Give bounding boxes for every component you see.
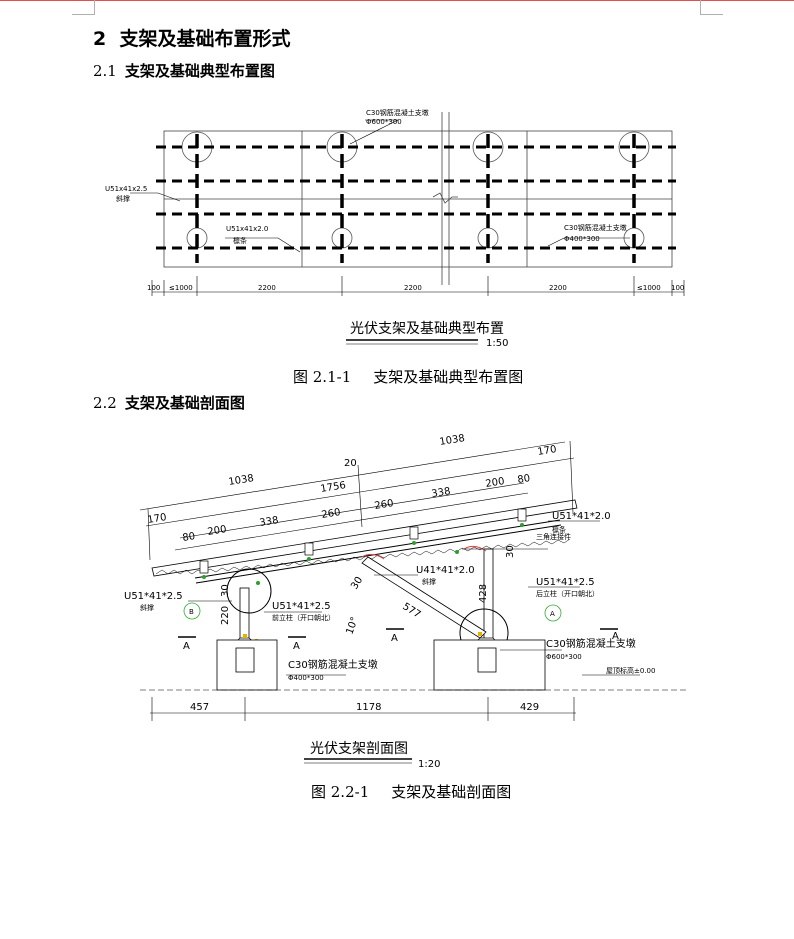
plan-drawing-scale: 1:50 xyxy=(486,338,508,349)
label-pile-small-size: Φ400*300 xyxy=(288,674,324,682)
dim-200-left: 200 xyxy=(207,524,228,538)
label-rear-column-name: 后立柱（开口朝北） xyxy=(536,589,599,598)
panel-module xyxy=(151,499,578,584)
label-pile-big-size: Φ600*300 xyxy=(546,653,582,661)
section-mark-a-4: A xyxy=(612,631,619,642)
dim-170-left: 170 xyxy=(147,512,168,526)
top-dimension-lines xyxy=(139,441,575,551)
dim-bottom-1178: 1178 xyxy=(356,702,381,713)
dim-80-left: 80 xyxy=(182,531,196,544)
page-top-rule xyxy=(0,0,794,1)
label-front-column: U51*41*2.5 xyxy=(272,601,331,612)
dim-30-front: 30 xyxy=(220,584,231,597)
dim-30-brace: 30 xyxy=(349,575,365,592)
layout-plan-drawing: C30钢筋混凝土支墩 Φ600*300 U51x41x2.5 斜撑 U51x41… xyxy=(105,108,684,349)
detail-marker-b xyxy=(183,602,201,620)
label-diagonal-name: 斜撑 xyxy=(422,577,436,586)
section-drawing-title: 光伏支架剖面图 xyxy=(310,741,408,757)
section-drawing: 1038 20 1038 170 1756 338 200 80 170 80 … xyxy=(124,433,686,770)
dim-200-right: 200 xyxy=(485,476,506,490)
dim-4: 2200 xyxy=(404,284,422,292)
chapter-heading: 2 支架及基础布置形式 xyxy=(93,28,291,50)
label-purlin: U51*41*2.0 xyxy=(552,511,611,522)
purlin-lines xyxy=(156,145,676,250)
label-elevation: 屋顶标高±0.00 xyxy=(606,666,655,675)
dim-80-right: 80 xyxy=(517,473,531,486)
crop-mark-right xyxy=(700,0,723,15)
detail-marker-a-label: A xyxy=(550,610,555,618)
label-pile-small-size: Φ400*300 xyxy=(564,235,600,243)
dim-angle: 10° xyxy=(344,616,360,636)
label-diagonal: U41*41*2.0 xyxy=(416,565,475,576)
section-mark-a-2: A xyxy=(293,641,300,652)
break-symbol xyxy=(432,192,458,204)
label-purlin-name: 檩条 xyxy=(233,236,247,245)
dim-30-rear: 30 xyxy=(505,545,516,558)
dim-1756: 1756 xyxy=(320,480,347,495)
dim-2: ≤1000 xyxy=(169,284,193,292)
label-brace-name: 斜撑 xyxy=(116,194,130,203)
label-pile-big: C30钢筋混凝土支墩 xyxy=(366,108,429,117)
dim-1: 100 xyxy=(147,284,160,292)
crop-mark-left xyxy=(72,0,95,15)
dim-1038-right: 1038 xyxy=(439,433,466,448)
dim-577: 577 xyxy=(400,601,422,620)
dim-428: 428 xyxy=(478,584,489,603)
label-pile-small: C30钢筋混凝土支墩 xyxy=(564,223,627,232)
dim-bottom-429: 429 xyxy=(520,702,539,713)
rafter-lines xyxy=(195,134,636,263)
dim-260-right: 260 xyxy=(374,498,395,512)
dim-260-left: 260 xyxy=(321,507,342,521)
dim-338-left: 338 xyxy=(259,515,280,529)
dim-338-right: 338 xyxy=(431,486,452,500)
detail-marker-b-label: B xyxy=(189,608,194,616)
label-tri-plate: 三角连接件 xyxy=(536,532,571,541)
section-mark-a-1: A xyxy=(183,641,190,652)
bolt-markers xyxy=(202,523,524,585)
label-rear-column: U51*41*2.5 xyxy=(536,577,595,588)
label-pile-small: C30钢筋混凝土支墩 xyxy=(288,658,378,671)
detail-marker-a xyxy=(544,604,562,622)
dim-220: 220 xyxy=(220,606,231,625)
dim-170-right: 170 xyxy=(537,444,558,458)
label-pile-big-size: Φ600*300 xyxy=(366,118,402,126)
label-brace: U51x41x2.5 xyxy=(105,185,147,193)
label-purlin: U51x41x2.0 xyxy=(226,225,268,233)
label-purlin-name: 檩条 xyxy=(552,525,566,534)
section-mark-a-3: A xyxy=(391,633,398,644)
label-brace-name: 斜撑 xyxy=(140,603,154,612)
detail-circle-front xyxy=(226,568,272,614)
label-pile-big: C30钢筋混凝土支墩 xyxy=(546,637,636,650)
dim-6: ≤1000 xyxy=(637,284,661,292)
dim-1038-left: 1038 xyxy=(228,473,255,488)
dim-7: 100 xyxy=(671,284,684,292)
purlin-clamps xyxy=(199,508,527,574)
label-front-column-name: 前立柱（开口朝北） xyxy=(272,613,335,622)
dim-20: 20 xyxy=(344,458,357,469)
plan-drawing-title: 光伏支架及基础典型布置 xyxy=(350,320,504,337)
dim-3: 2200 xyxy=(258,284,276,292)
label-brace: U51*41*2.5 xyxy=(124,591,183,602)
dim-bottom-457: 457 xyxy=(190,702,209,713)
diagonal-brace xyxy=(361,556,487,639)
section-drawing-scale: 1:20 xyxy=(418,759,440,770)
dim-5: 2200 xyxy=(549,284,567,292)
